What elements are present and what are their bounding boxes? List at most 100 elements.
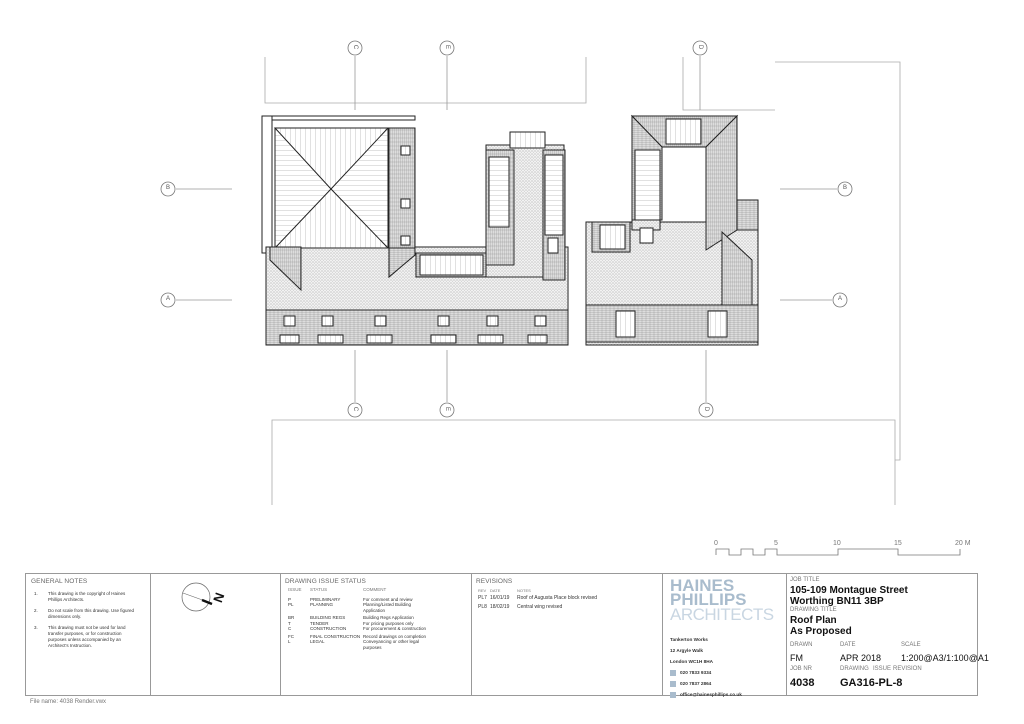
scale-tick-5: 5 [774, 540, 778, 547]
rooflight [527, 334, 548, 344]
general-notes: GENERAL NOTES 1.This drawing is the copy… [26, 574, 151, 695]
job-info: JOB TITLE 105-109 Montague Street Worthi… [786, 574, 989, 695]
issue-status: CONSTRUCTION [310, 626, 347, 631]
issue-code: L [288, 639, 291, 644]
header-comment: COMMENT [363, 587, 387, 592]
issue-comment: Building Regs Application [363, 615, 414, 620]
rooflight [430, 334, 457, 344]
issue-status: PRELIMINARY [310, 596, 341, 602]
grid-label: D [697, 44, 703, 50]
drawn-label: DRAWN [790, 642, 813, 648]
revisions-title: REVISIONS [476, 578, 513, 585]
file-name: File name: 4038 Render.vwx [30, 699, 107, 705]
grid-bubble [692, 40, 708, 56]
issue-status-title: DRAWING ISSUE STATUS [285, 578, 366, 585]
grid-label: B [842, 185, 847, 191]
issue-status: LEGAL [310, 639, 325, 644]
issue-code: T [288, 620, 291, 626]
issue-label: ISSUE [873, 666, 892, 672]
header-notes: NOTES [517, 588, 531, 593]
scale-tick-0: 0 [714, 540, 718, 547]
rooflight [534, 315, 547, 327]
rooflight [366, 334, 393, 344]
rooflight [477, 334, 504, 344]
issue-status: FINAL CONSTRUCTION [310, 633, 361, 639]
note-text: This drawing must not be used for land t… [48, 625, 126, 648]
grid-label: E [444, 44, 450, 49]
table-row: BR BUILDING REGS Building Regs Application [288, 615, 468, 621]
header-date: DATE [490, 588, 501, 593]
grid-bubble [160, 292, 176, 308]
rooflight [279, 334, 300, 344]
logo-line: PHILLIPS [670, 590, 747, 609]
grid-bubble [439, 40, 455, 56]
logo-line: HAINES [670, 576, 735, 595]
revision-date: 16/01/19 [490, 595, 510, 601]
scale-value: 1:200@A3/1:100@A1 [901, 653, 989, 663]
grid-bubbles [160, 40, 853, 418]
issue-status: PLANNING [310, 602, 334, 607]
scale-tick-15: 15 [894, 540, 902, 547]
date-label: DATE [840, 642, 856, 648]
context-outline [264, 57, 901, 505]
address-line: London WC1H 8HA [670, 659, 713, 664]
scale-bar [715, 548, 961, 556]
note-number: 3. [34, 625, 38, 630]
header-status: STATUS [310, 587, 328, 592]
address-line: 12 Argyle Walk [670, 648, 703, 653]
grid-lines [176, 56, 837, 402]
grid-bubble [347, 402, 363, 418]
date-value: APR 2018 [840, 653, 882, 663]
grid-label: D [703, 406, 709, 412]
grid-label: C [352, 406, 358, 412]
grid-bubble [837, 181, 853, 197]
note-number: 2. [34, 608, 38, 613]
rooflight [283, 315, 296, 327]
drawn-value: FM [790, 653, 803, 663]
grid-label: A [165, 296, 170, 302]
company-panel: HAINES PHILLIPS ARCHITECTS Tankerton Wor… [662, 574, 787, 698]
grid-bubble [347, 40, 363, 56]
phone: 020 7833 9334 [680, 670, 712, 675]
scale-tick-20: 20 M [955, 540, 971, 547]
revision-date: 18/02/19 [490, 604, 510, 610]
rooflight [317, 334, 344, 344]
rooflight [374, 315, 387, 327]
job-nr-value: 4038 [790, 677, 815, 689]
issue-comment: Planning/Listed Building Application [363, 602, 412, 613]
issue-status: BUILDING REGS [310, 615, 346, 620]
revision-notes: Central wing revised [517, 604, 563, 610]
rooflights [279, 145, 726, 344]
scale-label: SCALE [901, 642, 921, 648]
fax: 020 7837 2864 [680, 681, 712, 686]
drawing-title-line1: Roof Plan [790, 615, 837, 626]
right-building [585, 114, 759, 346]
revision-label: REVISION [893, 666, 922, 672]
drawing-title-label: DRAWING TITLE [790, 607, 837, 613]
grid-label: E [444, 406, 450, 411]
rooflight [400, 235, 411, 246]
email[interactable]: office@hainesphillips.co.uk [680, 692, 742, 697]
roof-plan-drawing [160, 40, 961, 556]
phone-icon [670, 669, 676, 676]
address-line: Tankerton Works [670, 637, 708, 642]
job-nr-label: JOB NR [790, 666, 813, 672]
header-rev: REV [478, 588, 487, 593]
issue-comment: Record drawings on completion [363, 633, 427, 639]
issue-comment: Conveyancing or other legal purposes [363, 639, 420, 650]
issue-status: TENDER [310, 620, 329, 626]
grid-label: B [165, 185, 170, 191]
issue-code: BR [288, 615, 295, 620]
grid-bubble [698, 402, 714, 418]
job-title-line1: 105-109 Montague Street [790, 585, 908, 596]
revision-code: PL8 [478, 604, 487, 610]
north-arrow-icon [181, 582, 213, 612]
